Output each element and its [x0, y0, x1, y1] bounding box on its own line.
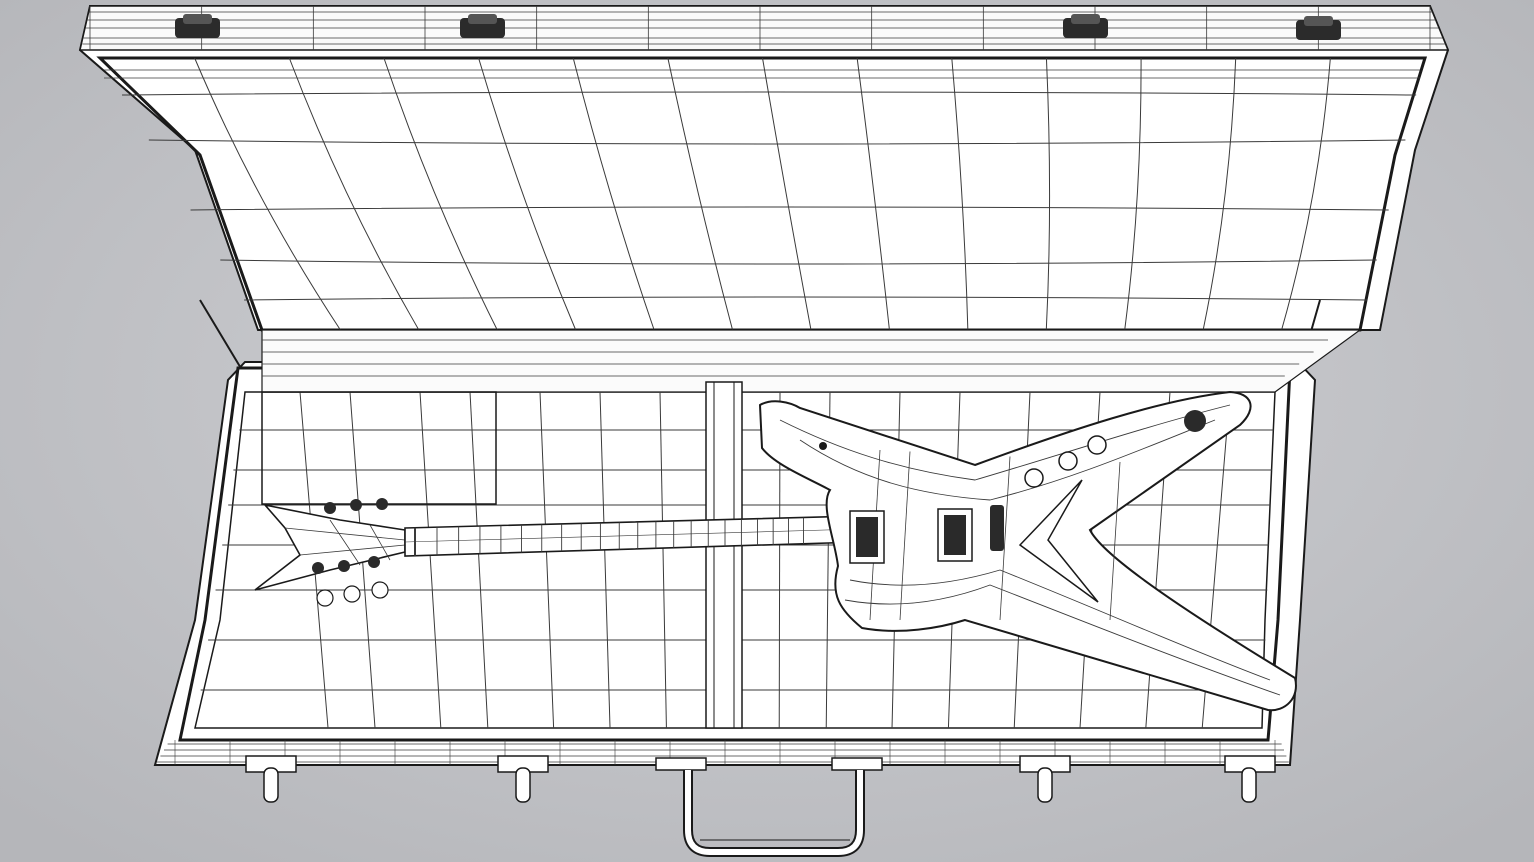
case-lid-latch-icon — [460, 14, 505, 38]
guitar-body-wire-lines — [779, 404, 1281, 696]
guitar-output-jack — [1184, 410, 1206, 432]
guitar-tuning-peg-icon — [350, 499, 362, 511]
base-back-wall — [261, 329, 1362, 393]
case-handle-icon — [655, 757, 883, 857]
body-contour — [999, 456, 1011, 621]
lid-grid-line — [220, 259, 1377, 265]
base-grid-line — [659, 391, 667, 729]
lid-outer-shell — [78, 5, 1450, 331]
base-grid-line — [469, 391, 489, 729]
guitar-tuning-peg-icon — [376, 498, 388, 510]
headstock-wire-lines — [284, 519, 406, 566]
guitar-strap-button — [819, 442, 827, 450]
lid-padding-grid — [104, 57, 1420, 331]
lid-grid-line — [190, 206, 1389, 211]
guitar-tuning-peg-icon — [343, 585, 361, 603]
lid-grid-line — [478, 57, 577, 331]
headstock-line — [299, 544, 406, 556]
guitar-bridge — [990, 505, 1004, 551]
guitar-pickup-icon — [849, 510, 885, 564]
guitar-frets — [404, 517, 861, 556]
body-contour — [779, 404, 1231, 481]
body-contour — [849, 569, 1271, 681]
guitar-pickup-icon — [937, 508, 973, 562]
lid-grid-line — [244, 296, 1368, 301]
case-bottom-latch-icon — [497, 755, 549, 803]
lid-grid-line — [122, 91, 1417, 96]
case-lid — [78, 5, 1450, 332]
guitar-tuners — [312, 498, 389, 607]
lid-grid-line — [951, 57, 969, 331]
guitar-tuning-peg-icon — [338, 560, 350, 572]
guitar-control-knob-icon — [1058, 451, 1078, 471]
lid-grid-line — [148, 139, 1406, 145]
headstock-line — [369, 524, 391, 561]
lid-rim-lines — [82, 6, 1446, 50]
lid-grid-line — [1124, 57, 1142, 331]
case-lid-latch-icon — [1063, 14, 1108, 38]
guitar-tuning-peg-icon — [316, 589, 334, 607]
guitar-control-knob-icon — [1024, 468, 1044, 488]
headstock-line — [329, 519, 361, 566]
lid-grid-line — [1045, 57, 1051, 331]
base-grid-line — [419, 391, 442, 729]
base-inner-border — [178, 366, 1292, 742]
body-contour — [899, 451, 911, 621]
body-contour — [1109, 461, 1121, 621]
case-bottom-latch-icon — [1019, 755, 1071, 803]
base-front-rim-lines — [156, 740, 1289, 765]
headstock-line — [284, 527, 406, 541]
guitar-control-knob-icon — [1087, 435, 1107, 455]
guitar-headstock — [254, 503, 406, 591]
case-bottom-latch-icon — [1224, 755, 1276, 803]
guitar-string-line — [404, 528, 861, 543]
case-lid-latch-icon — [1296, 16, 1341, 40]
body-contour — [844, 584, 1281, 696]
case-center-channel — [705, 381, 743, 729]
guitar-tailpiece-logo — [1018, 479, 1099, 603]
guitar-tuning-peg-icon — [312, 562, 324, 574]
base-grid-line — [539, 391, 555, 729]
lid-grid-line — [288, 57, 420, 331]
case-bottom-latch-icon — [245, 755, 297, 803]
guitar-tuning-peg-icon — [324, 502, 336, 514]
guitar-tuning-peg-icon — [368, 556, 380, 568]
base-grid-line — [599, 391, 611, 729]
guitar-tuning-peg-icon — [371, 581, 389, 599]
body-contour — [799, 419, 1216, 501]
left-hinge-strap — [199, 299, 243, 371]
lid-grid-line — [572, 57, 655, 331]
guitar — [254, 390, 1297, 712]
case-lid-latch-icon — [175, 14, 220, 38]
lid-grid-line — [383, 57, 498, 331]
